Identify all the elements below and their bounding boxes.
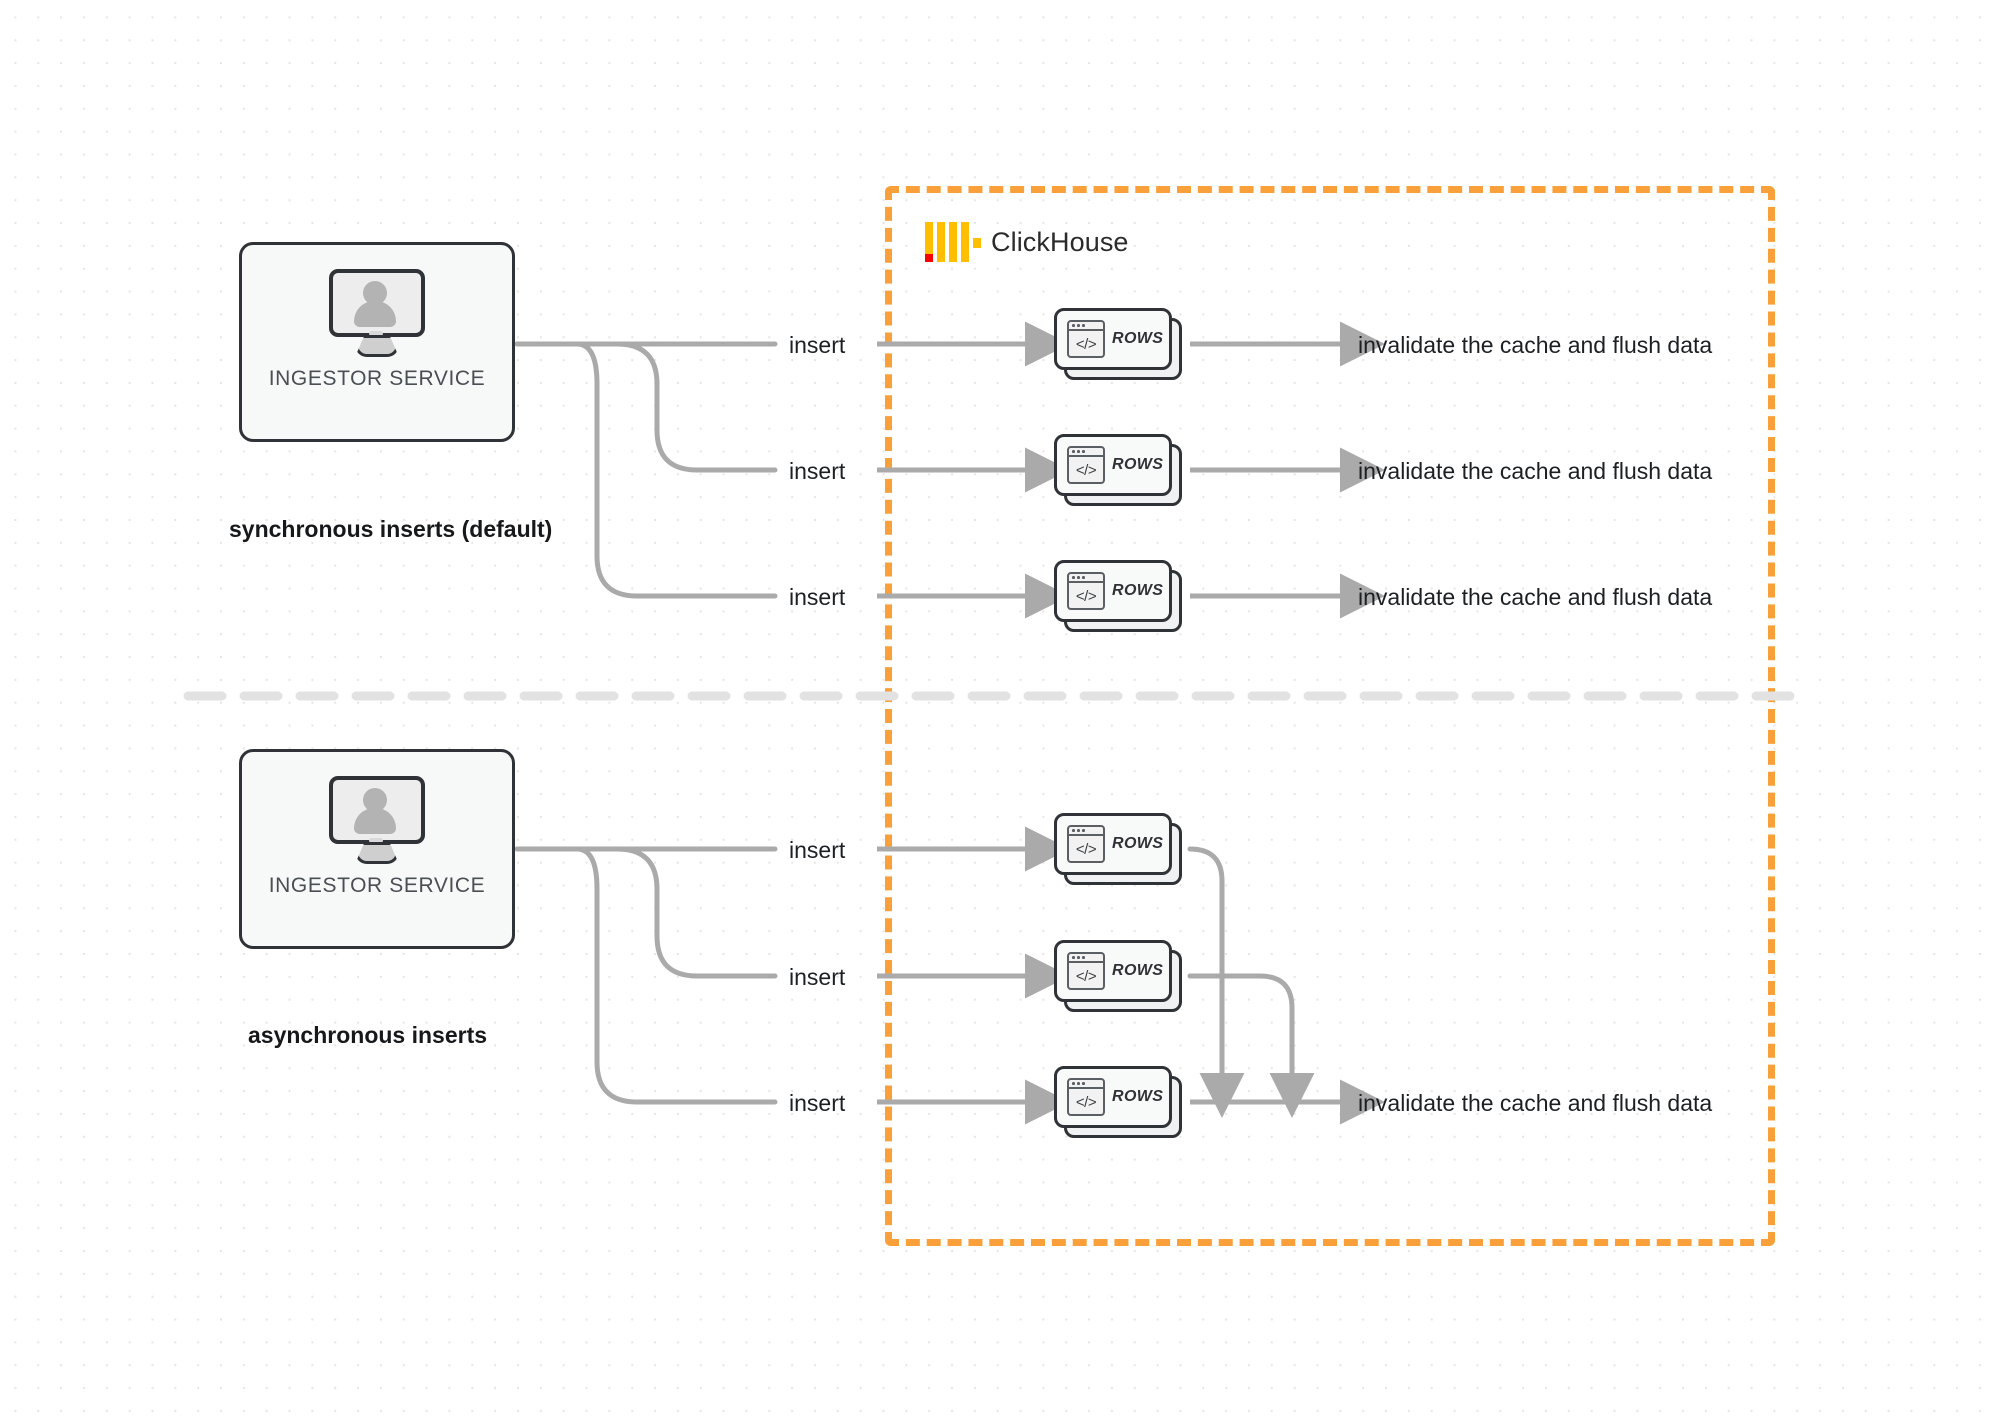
code-window-icon: </> [1067, 446, 1105, 484]
rows-label: ROWS [1112, 330, 1164, 347]
rows-label: ROWS [1112, 835, 1164, 852]
rows-label: ROWS [1112, 582, 1164, 599]
insert-label-async-1: insert [789, 837, 846, 863]
clickhouse-boundary [885, 186, 1775, 1246]
clickhouse-brand: ClickHouse [925, 222, 1129, 262]
insert-label-sync-1: insert [789, 332, 846, 358]
insert-label-async-2: insert [789, 964, 846, 990]
rows-label: ROWS [1112, 962, 1164, 979]
window-dot [1072, 576, 1075, 579]
ingestor-label-sync: INGESTOR SERVICE [268, 367, 486, 390]
rows-card[interactable]: </> ROWS [1054, 434, 1172, 496]
logo-bar-2 [937, 222, 945, 262]
code-glyph: </> [1075, 1093, 1097, 1111]
window-dot [1072, 956, 1075, 959]
rows-card[interactable]: </> ROWS [1054, 560, 1172, 622]
insert-label-sync-2: insert [789, 458, 846, 484]
code-glyph: </> [1075, 967, 1097, 985]
monitor-notch [369, 838, 383, 843]
rows-node-async-3[interactable]: </> ROWS [1054, 1066, 1182, 1138]
monitor-user-icon [329, 269, 425, 357]
code-glyph: </> [1075, 587, 1097, 605]
outcome-label-sync-1: invalidate the cache and flush data [1358, 332, 1713, 358]
code-window-icon: </> [1067, 1078, 1105, 1116]
window-dot [1082, 829, 1085, 832]
outcome-label-sync-2: invalidate the cache and flush data [1358, 458, 1713, 484]
window-dot [1077, 829, 1080, 832]
sync-branch-connectors [514, 341, 778, 599]
rows-label: ROWS [1112, 1088, 1164, 1105]
insert-label-sync-3: insert [789, 584, 846, 610]
rows-node-async-1[interactable]: </> ROWS [1054, 813, 1182, 885]
rows-card[interactable]: </> ROWS [1054, 308, 1172, 370]
code-window-titlebar [1069, 954, 1103, 963]
rows-node-sync-1[interactable]: </> ROWS [1054, 308, 1182, 380]
code-window-titlebar [1069, 448, 1103, 457]
window-dot [1077, 576, 1080, 579]
code-glyph: </> [1075, 335, 1097, 353]
user-body [354, 808, 396, 834]
code-window-icon: </> [1067, 825, 1105, 863]
code-window-titlebar [1069, 1080, 1103, 1089]
ingestor-label-async: INGESTOR SERVICE [268, 874, 486, 897]
monitor-notch [369, 331, 383, 336]
ingestor-service-async[interactable]: INGESTOR SERVICE [239, 749, 515, 949]
code-window-titlebar [1069, 827, 1103, 836]
monitor-stand [355, 842, 399, 864]
window-dot [1072, 829, 1075, 832]
window-dot [1082, 1082, 1085, 1085]
code-window-icon: </> [1067, 952, 1105, 990]
code-glyph: </> [1075, 461, 1097, 479]
code-window-titlebar [1069, 322, 1103, 331]
logo-bar-4 [961, 222, 969, 262]
window-dot [1082, 576, 1085, 579]
logo-red-square [925, 254, 933, 262]
user-body [354, 301, 396, 327]
section-label-sync: synchronous inserts (default) [229, 516, 553, 542]
rows-card[interactable]: </> ROWS [1054, 813, 1172, 875]
monitor-user-icon [329, 776, 425, 864]
rows-node-async-2[interactable]: </> ROWS [1054, 940, 1182, 1012]
rows-node-sync-2[interactable]: </> ROWS [1054, 434, 1182, 506]
window-dot [1072, 324, 1075, 327]
window-dot [1082, 956, 1085, 959]
window-dot [1072, 1082, 1075, 1085]
window-dot [1077, 1082, 1080, 1085]
window-dot [1082, 324, 1085, 327]
rows-card[interactable]: </> ROWS [1054, 940, 1172, 1002]
rows-label: ROWS [1112, 456, 1164, 473]
clickhouse-name: ClickHouse [991, 226, 1129, 257]
window-dot [1082, 450, 1085, 453]
logo-bar-short [973, 238, 981, 248]
code-glyph: </> [1075, 840, 1097, 858]
code-window-titlebar [1069, 574, 1103, 583]
rows-node-sync-3[interactable]: </> ROWS [1054, 560, 1182, 632]
logo-bar-1 [925, 222, 933, 262]
code-window-icon: </> [1067, 572, 1105, 610]
insert-label-async-3: insert [789, 1090, 846, 1116]
rows-card[interactable]: </> ROWS [1054, 1066, 1172, 1128]
monitor-stand [355, 335, 399, 357]
outcome-label-sync-3: invalidate the cache and flush data [1358, 584, 1713, 610]
clickhouse-logo-icon [925, 222, 981, 262]
window-dot [1077, 956, 1080, 959]
code-window-icon: </> [1067, 320, 1105, 358]
logo-bar-3 [949, 222, 957, 262]
async-branch-connectors [514, 846, 778, 1105]
ingestor-service-sync[interactable]: INGESTOR SERVICE [239, 242, 515, 442]
section-label-async: asynchronous inserts [248, 1022, 488, 1048]
outcome-label-async-merged: invalidate the cache and flush data [1358, 1090, 1713, 1116]
window-dot [1077, 450, 1080, 453]
window-dot [1077, 324, 1080, 327]
window-dot [1072, 450, 1075, 453]
